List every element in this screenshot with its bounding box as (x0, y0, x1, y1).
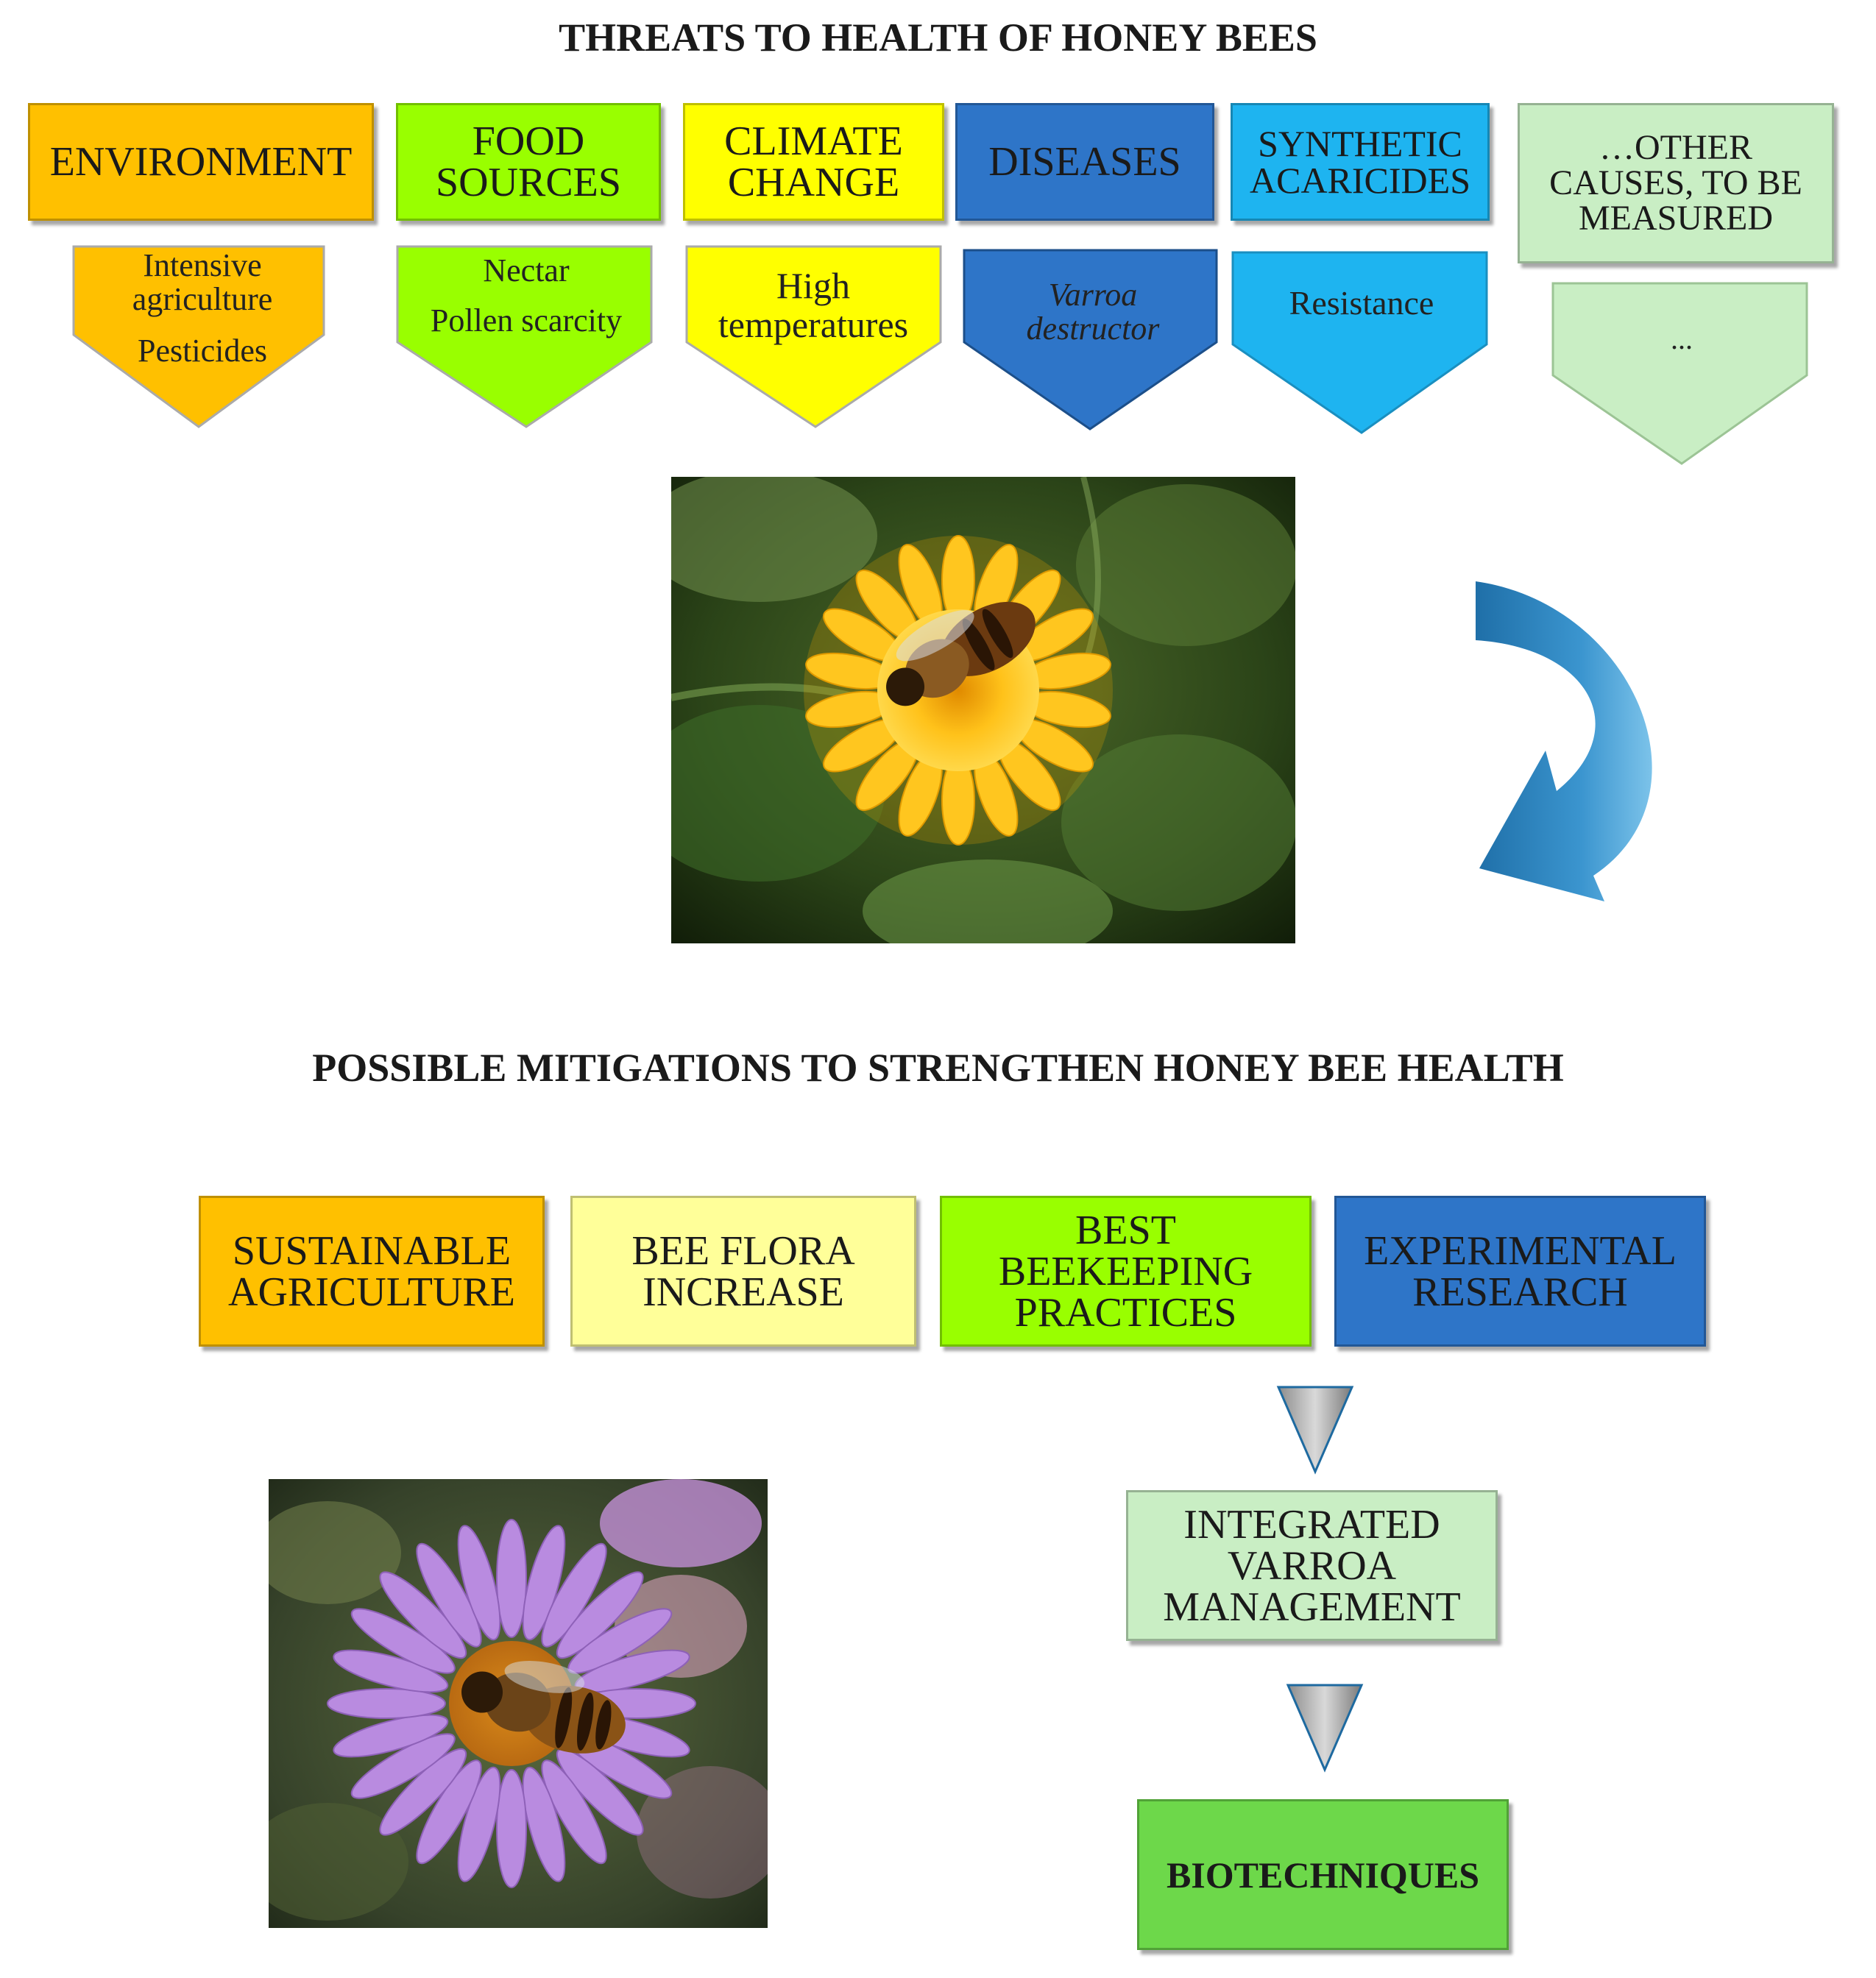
biotechniques-box: BIOTECHNIQUES (1137, 1799, 1509, 1950)
chevron-climate-change (685, 245, 942, 428)
detail-climate-change: High temperatures (695, 266, 931, 344)
chevron-other-causes (1551, 282, 1808, 465)
detail-intensive-agriculture: Intensive agriculture (132, 247, 273, 318)
integrated-varroa-management-box: INTEGRATED VARROA MANAGEMENT (1126, 1490, 1498, 1641)
threat-box-other-causes: …OTHER CAUSES, TO BE MEASURED (1518, 103, 1834, 263)
threat-box-diseases: DISEASES (955, 103, 1214, 221)
detail-food-sources: Nectar Pollen scarcity (401, 252, 651, 339)
chevron-synthetic-acaricides (1231, 251, 1488, 434)
threat-box-synthetic-acaricides: SYNTHETIC ACARICIDES (1231, 103, 1490, 221)
detail-diseases: Varroa destructor (979, 277, 1207, 347)
detail-resistance: Resistance (1289, 284, 1434, 322)
down-arrow-icon (1276, 1386, 1354, 1475)
curved-arrow-icon (1476, 581, 1652, 901)
chevron-diseases (963, 249, 1218, 430)
threat-box-environment: ENVIRONMENT (28, 103, 374, 221)
detail-ellipsis: ... (1671, 322, 1693, 355)
down-arrow-icon (1286, 1684, 1364, 1773)
photo-bee-on-dandelion (671, 477, 1295, 943)
detail-pollen-scarcity: Pollen scarcity (430, 302, 623, 339)
detail-environment: Intensive agriculture Pesticides (81, 247, 324, 369)
threat-box-climate-change: CLIMATE CHANGE (683, 103, 944, 221)
detail-pesticides: Pesticides (138, 333, 267, 369)
detail-nectar: Nectar (483, 252, 570, 288)
mitigation-box-sustainable-agriculture: SUSTAINABLE AGRICULTURE (199, 1196, 545, 1347)
chevron-environment (72, 245, 325, 428)
threat-box-food-sources: FOOD SOURCES (396, 103, 661, 221)
detail-synthetic-acaricides: Resistance (1251, 284, 1472, 322)
mitigations-title: POSSIBLE MITIGATIONS TO STRENGTHEN HONEY… (312, 1046, 1564, 1090)
chevron-food-sources (396, 245, 653, 428)
photo-bee-on-aster (269, 1479, 768, 1928)
mitigation-box-bee-flora-increase: BEE FLORA INCREASE (570, 1196, 916, 1347)
detail-varroa-destructor: Varroa destructor (1026, 277, 1160, 347)
detail-other-causes: ... (1571, 324, 1792, 355)
threats-title: THREATS TO HEALTH OF HONEY BEES (559, 15, 1317, 60)
mitigation-box-experimental-research: EXPERIMENTAL RESEARCH (1334, 1196, 1706, 1347)
detail-high-temperatures: High temperatures (718, 265, 909, 345)
mitigation-box-best-beekeeping-practices: BEST BEEKEEPING PRACTICES (940, 1196, 1312, 1347)
